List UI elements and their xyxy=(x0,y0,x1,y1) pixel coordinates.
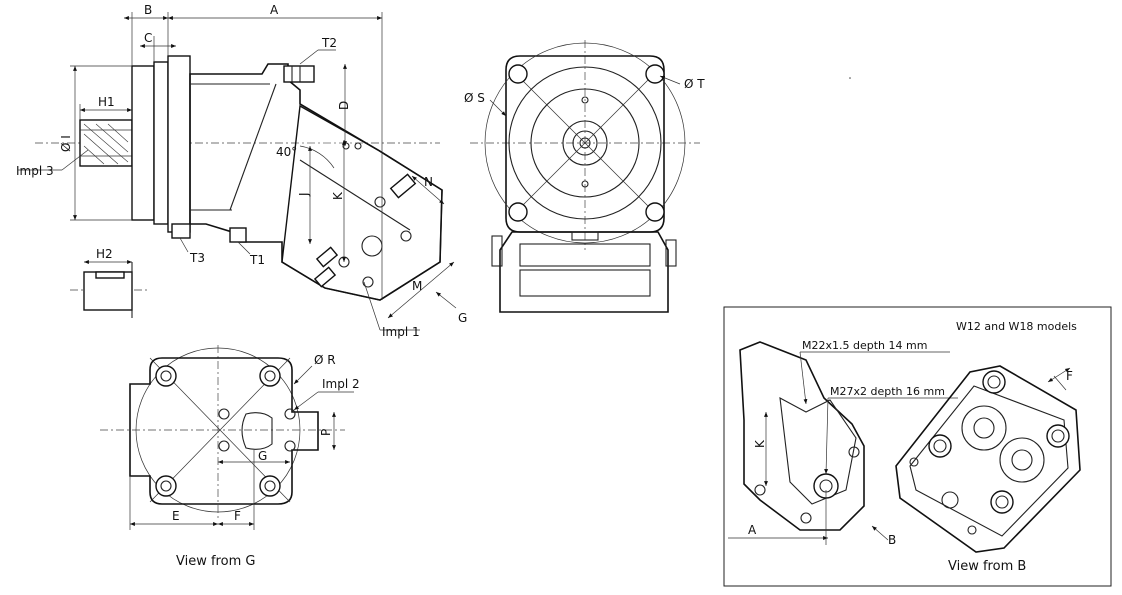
front-view: Ø S Ø T xyxy=(464,40,705,313)
dim-a-label: A xyxy=(270,3,279,17)
inset-dim-f: F xyxy=(1066,369,1073,383)
h2-label: H2 xyxy=(96,247,113,261)
inset-dim-a: A xyxy=(748,523,757,537)
dim-c-label: C xyxy=(144,31,152,45)
dim-i-label: Ø I xyxy=(59,135,73,152)
inset-dim-k: K xyxy=(753,439,767,448)
view-g-caption: View from G xyxy=(176,554,255,569)
dia-t-label: Ø T xyxy=(684,77,705,91)
dim-d-label: D xyxy=(337,101,351,110)
dia-r-label: Ø R xyxy=(314,353,336,367)
impl1-label: Impl 1 xyxy=(382,325,420,339)
inset-title: W12 and W18 models xyxy=(956,320,1077,333)
dim-f-label: F xyxy=(234,509,241,523)
dim-j-label: J xyxy=(297,192,311,197)
dim-b-label: B xyxy=(144,3,152,17)
g-arrow-label: G xyxy=(458,311,467,325)
angle-label: 40° xyxy=(276,145,297,159)
t1-label: T1 xyxy=(249,253,265,267)
t2-label: T2 xyxy=(321,36,337,50)
dim-m-label: M xyxy=(412,279,422,293)
dia-s-label: Ø S xyxy=(464,91,485,105)
dim-p-label: P xyxy=(319,429,333,436)
side-view: A B C T2 D Ø I H1 Impl 3 40° J xyxy=(16,3,467,339)
impl2-label: Impl 2 xyxy=(322,377,360,391)
t3-label: T3 xyxy=(189,251,205,265)
view-from-g: Ø R Impl 2 P G E F View from G xyxy=(100,345,360,569)
h1-label: H1 xyxy=(98,95,115,109)
impl3-label: Impl 3 xyxy=(16,164,54,178)
dim-k-label: K xyxy=(331,191,345,200)
inset-thread2: M27x2 depth 16 mm xyxy=(830,385,945,398)
dim-n-label: N xyxy=(424,175,433,189)
inset-thread1: M22x1.5 depth 14 mm xyxy=(802,339,927,352)
inset-panel: W12 and W18 models K A B M22x1.5 depth 1… xyxy=(723,306,1112,587)
inset-caption: View from B xyxy=(948,559,1026,574)
shaft-detail-h2: H2 xyxy=(70,247,150,318)
dim-e-label: E xyxy=(172,509,180,523)
inset-b-arrow: B xyxy=(888,533,896,547)
dim-g-label: G xyxy=(258,449,267,463)
